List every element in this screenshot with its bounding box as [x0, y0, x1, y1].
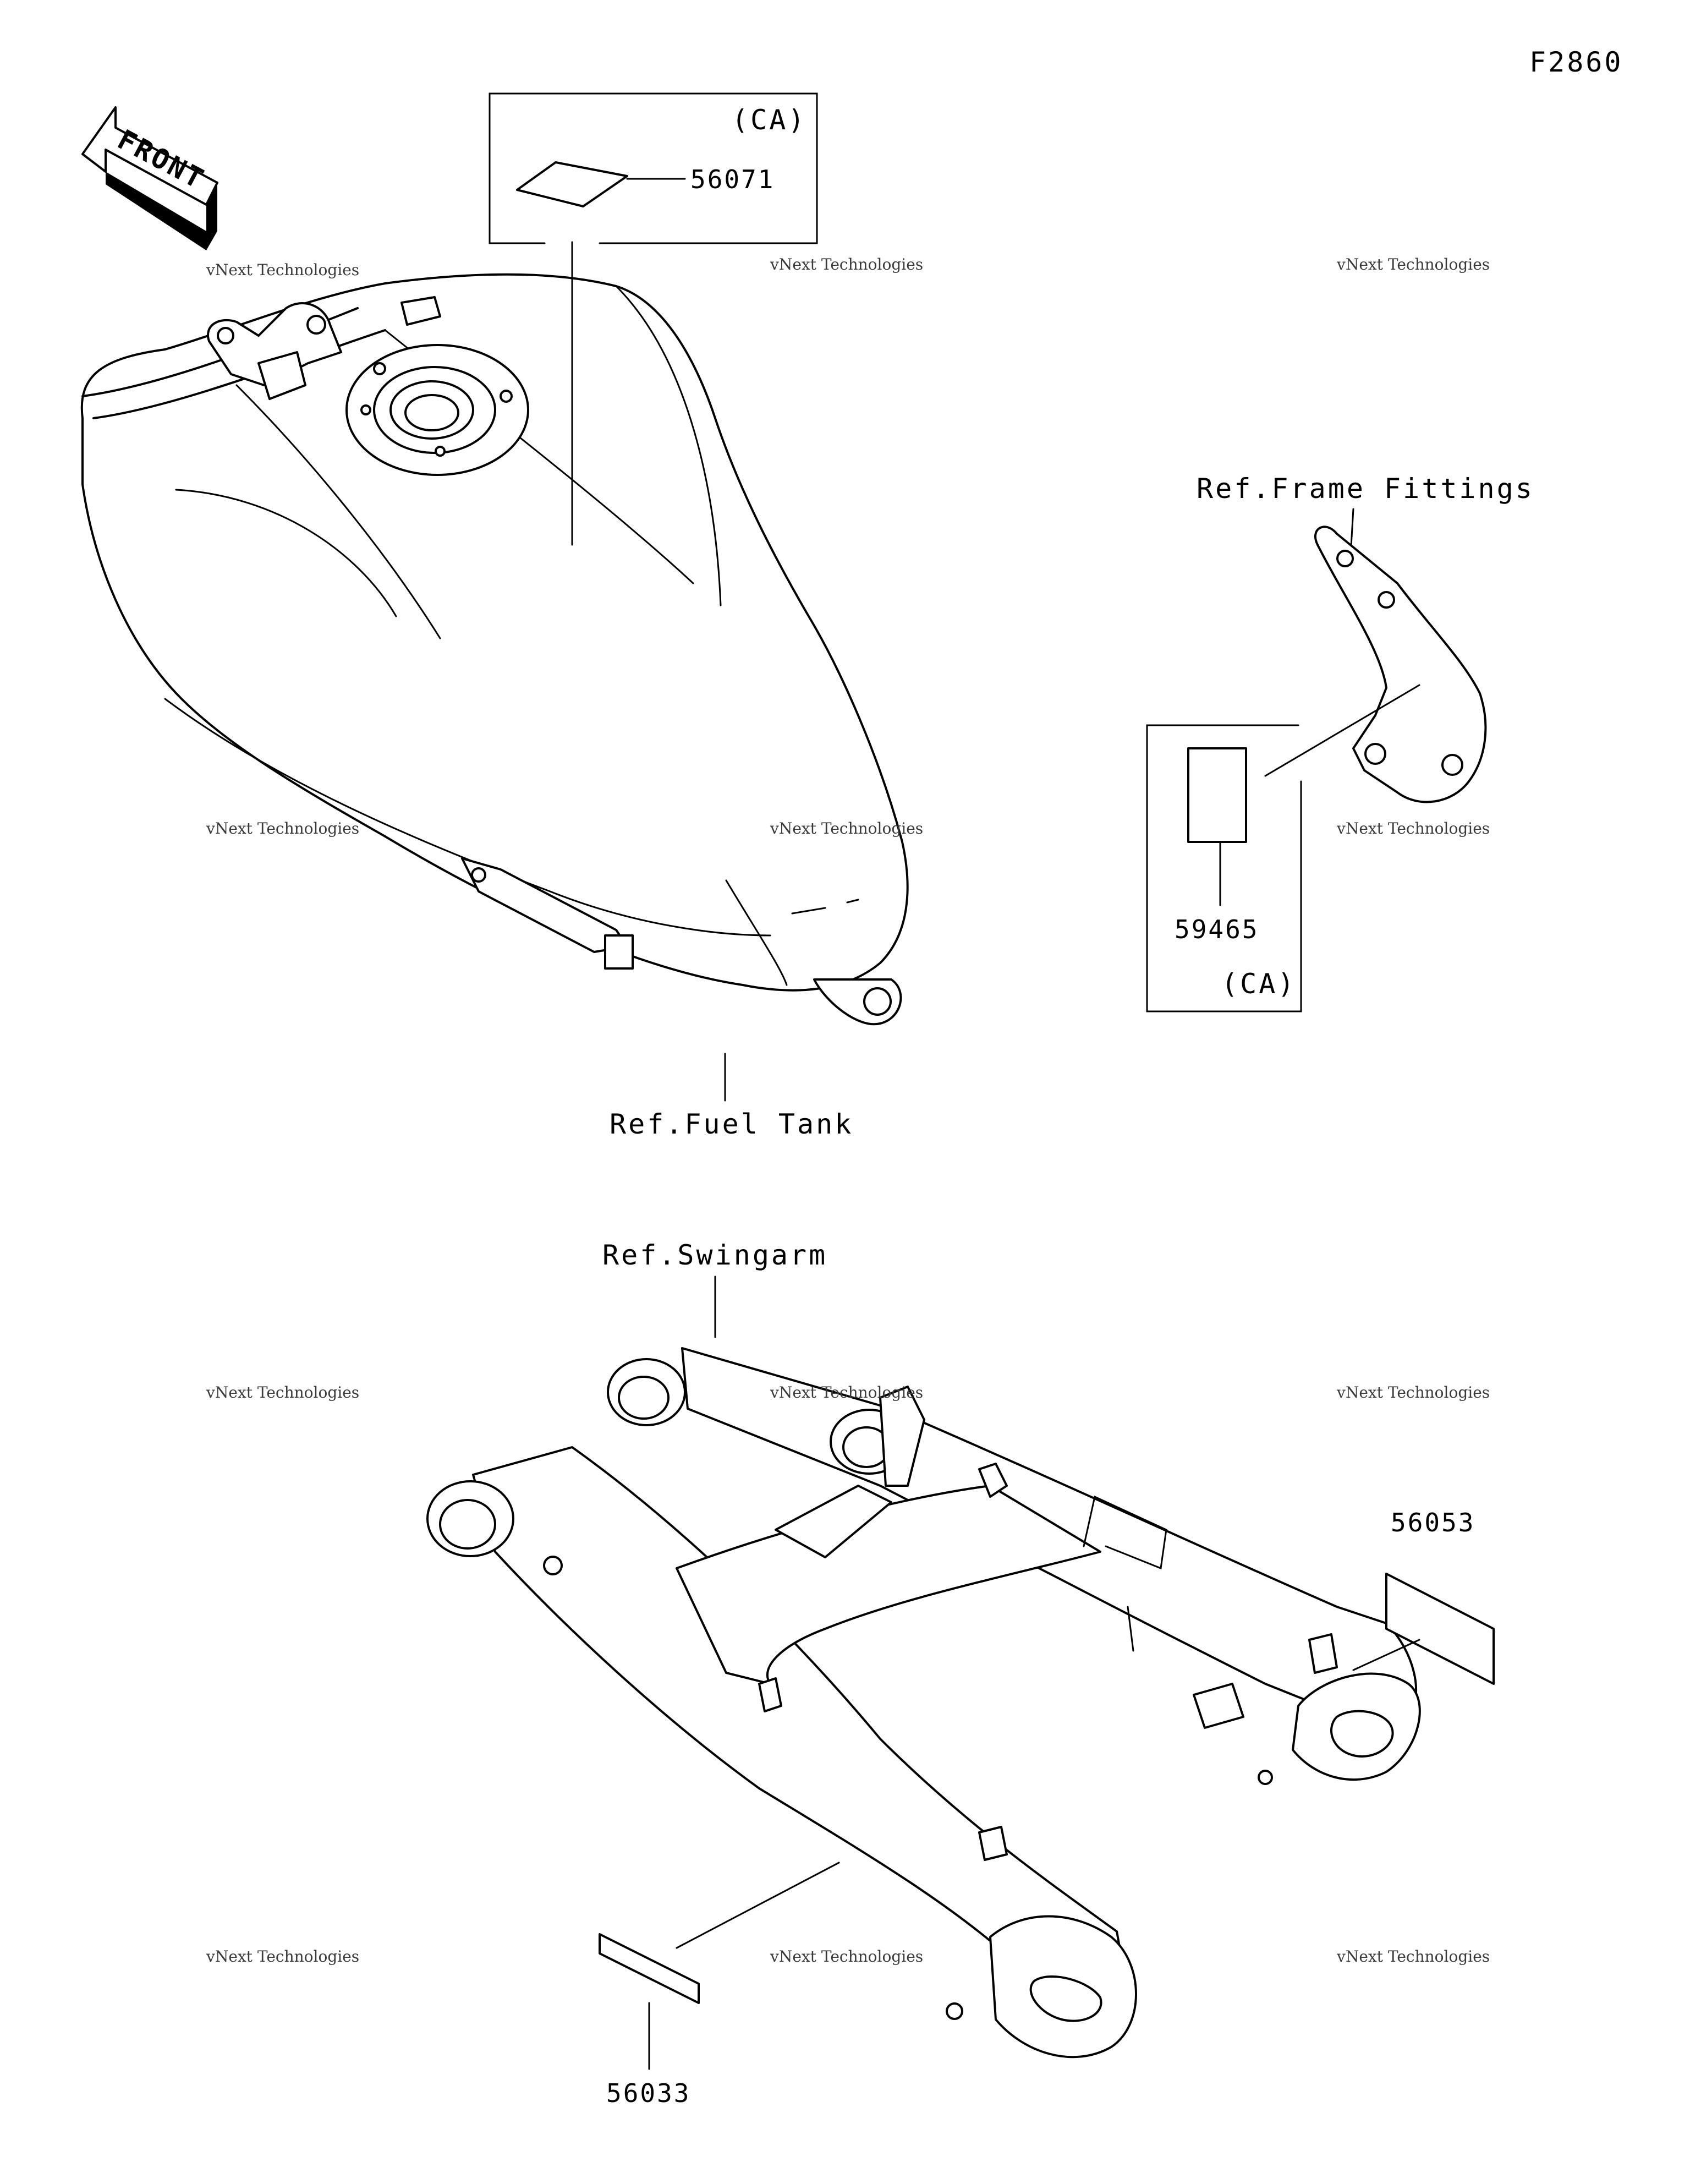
part-56033: 56033 [606, 2078, 690, 2108]
fuel-tank-ref-label: Ref.Fuel Tank [610, 1108, 853, 1140]
label-56033: 56033 [599, 1862, 840, 2108]
swingarm-ref-label: Ref.Swingarm [602, 1239, 827, 1271]
watermark: vNext Technologies [206, 819, 359, 838]
watermark: vNext Technologies [1336, 255, 1490, 273]
watermark: vNext Technologies [1336, 1947, 1490, 1966]
callout-box-56071: (CA) 56071 [489, 92, 818, 244]
ca-note-right: (CA) [1221, 968, 1296, 1000]
watermark: vNext Technologies [1336, 1383, 1490, 1402]
part-56071: 56071 [690, 165, 775, 194]
watermark: vNext Technologies [770, 1947, 923, 1966]
callout-box-59465: 59465 (CA) [1146, 684, 1420, 1012]
watermark: vNext Technologies [206, 261, 359, 279]
watermark: vNext Technologies [1336, 819, 1490, 838]
fuel-tank-drawing [80, 273, 909, 1026]
diagram-code: F2860 [1529, 46, 1623, 78]
label-56053: 56053 [1352, 1508, 1495, 1685]
frame-fitting-bracket-drawing [1314, 526, 1487, 803]
part-59465: 59465 [1175, 915, 1259, 944]
ca-note-top: (CA) [732, 104, 806, 136]
part-56053: 56053 [1391, 1508, 1475, 1537]
watermark: vNext Technologies [206, 1383, 359, 1402]
watermark: vNext Technologies [770, 255, 923, 273]
frame-fittings-ref-label: Ref.Frame Fittings [1197, 473, 1534, 505]
watermark: vNext Technologies [770, 1383, 923, 1402]
swingarm-drawing [426, 1347, 1421, 2059]
watermark-grid: vNext Technologies vNext Technologies vN… [206, 255, 1490, 1966]
watermark: vNext Technologies [206, 1947, 359, 1966]
watermark: vNext Technologies [770, 819, 923, 838]
front-direction-arrow-icon: FRONT [81, 106, 218, 250]
